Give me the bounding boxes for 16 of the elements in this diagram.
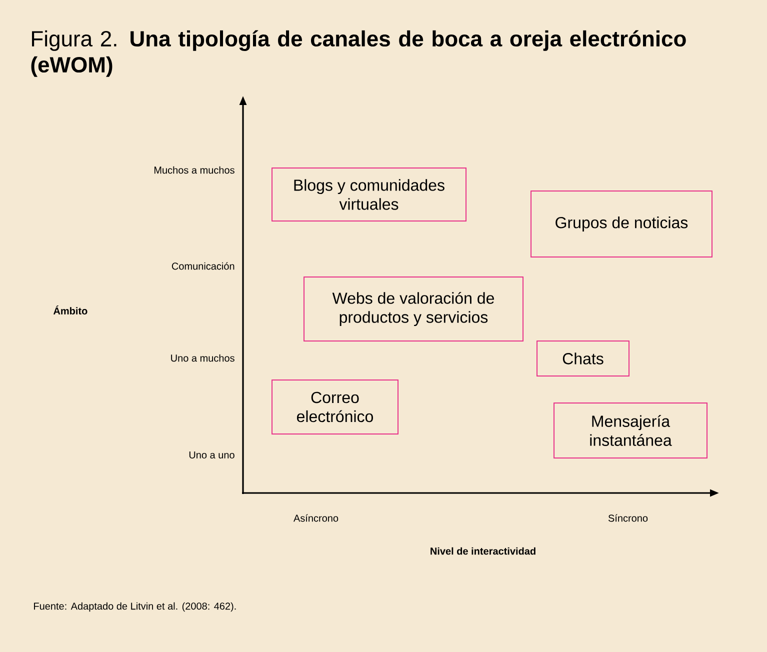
axis-title: Nivel de interactividad bbox=[430, 547, 536, 555]
axis-tick-label: Uno a uno bbox=[189, 452, 234, 458]
axis-tick-label: Comunicación bbox=[172, 262, 234, 270]
axis-tick-label: Uno a muchos bbox=[171, 354, 234, 362]
axis-tick-label: Muchos a muchos bbox=[154, 166, 234, 174]
axis-tick-label: Síncrono bbox=[608, 514, 648, 522]
axis-tick-label: Asíncrono bbox=[294, 514, 338, 522]
axis-title: Ámbito bbox=[53, 306, 88, 314]
channel-box: Webs de valoración de productos y servicios bbox=[304, 276, 524, 342]
channel-box: Grupos de noticias bbox=[530, 190, 712, 258]
channel-box: Mensajería instantánea bbox=[554, 402, 708, 458]
channel-box: Chats bbox=[536, 340, 630, 376]
figure-title: Figura 2. Una tipología de canales de boca a oreja electrónico (eWOM) bbox=[31, 30, 686, 77]
source-note: Fuente: Adaptado de Litvin et al. (2008: 462). bbox=[34, 602, 236, 612]
channel-box: Blogs y comunidades virtuales bbox=[272, 168, 466, 222]
channel-box: Correo electrónico bbox=[272, 380, 398, 434]
